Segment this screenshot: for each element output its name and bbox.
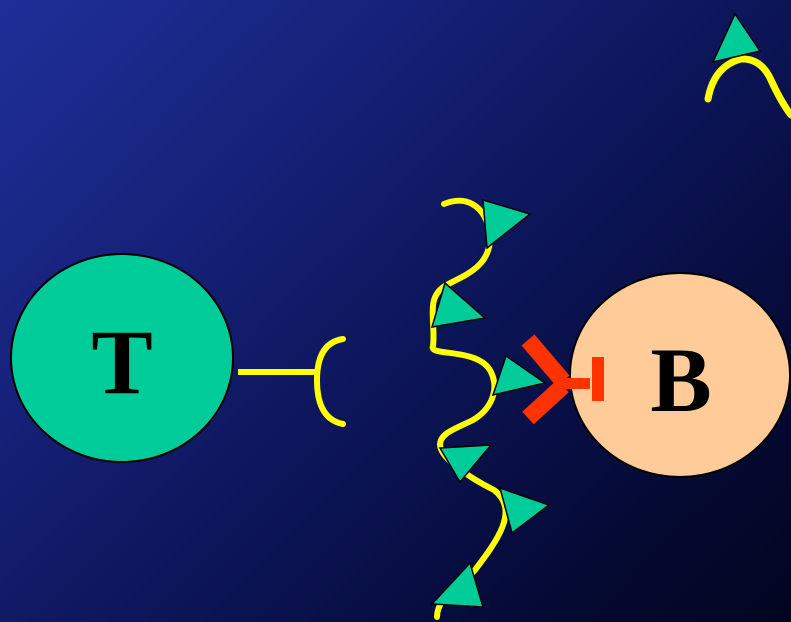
antibody-lower-arm [522,379,569,425]
antigen-chain [429,197,551,620]
antibody-membrane-bar [592,357,604,401]
antigen-epitope-4 [438,444,493,484]
antigen-epitope-6 [430,561,485,608]
t-cell-receptor [238,336,346,427]
b-cell-body [569,272,791,478]
antibody-stem [558,378,590,389]
antigen-epitope-1 [482,198,532,250]
t-cell-label: T [91,311,152,413]
b-cell-antibody-receptor [521,334,604,425]
antigen-epitope-2 [430,281,487,328]
antigen-chain-strand [429,197,509,620]
t-cell-body [10,253,234,463]
t-cell-receptor-binding-cup [313,336,346,427]
b-cell-label: B [650,329,711,431]
b-cell: B [569,272,791,478]
free-antigen-fragment [704,12,791,119]
free-antigen-strand [704,55,791,119]
t-cell: T [10,253,234,463]
free-antigen-epitope [711,12,762,64]
antigen-epitope-5 [498,486,551,535]
antigen-epitope-3 [491,354,547,397]
antibody-upper-arm [521,334,570,387]
